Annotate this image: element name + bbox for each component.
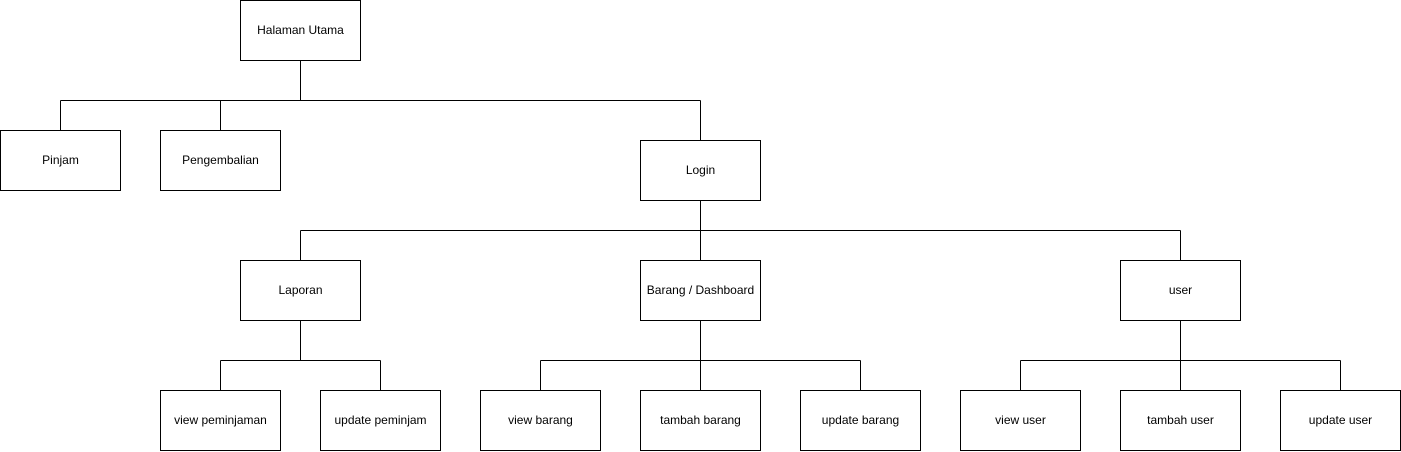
node-box [240,0,361,61]
node-label: view barang [508,413,573,427]
node-box [320,390,441,451]
node-box [1120,260,1241,321]
node-update-peminjam: update peminjam [320,390,441,451]
node-box [800,390,921,451]
node-box [1280,390,1401,451]
node-label: Pinjam [42,153,79,167]
node-box [160,390,281,451]
node-tambah-user: tambah user [1120,390,1241,451]
node-box [640,140,761,201]
node-pengembalian: Pengembalian [160,130,281,191]
node-tambah-barang: tambah barang [640,390,761,451]
node-label: update peminjam [334,413,426,427]
node-halaman-utama: Halaman Utama [240,0,361,61]
node-label: tambah user [1147,413,1214,427]
node-box [640,260,761,321]
node-label: Halaman Utama [257,23,344,37]
node-label: view user [995,413,1046,427]
node-update-barang: update barang [800,390,921,451]
node-box [480,390,601,451]
node-label: Login [686,163,715,177]
node-view-barang: view barang [480,390,601,451]
node-label: Laporan [278,283,322,297]
node-box [0,130,121,191]
node-update-user: update user [1280,390,1401,451]
node-box [240,260,361,321]
node-box [1120,390,1241,451]
node-label: user [1169,283,1192,297]
node-box [160,130,281,191]
connectors [60,60,1341,391]
node-barang-dashboard: Barang / Dashboard [640,260,761,321]
node-label: tambah barang [660,413,741,427]
node-pinjam: Pinjam [0,130,121,191]
node-label: update user [1309,413,1372,427]
node-login: Login [640,140,761,201]
node-user: user [1120,260,1241,321]
node-label: view peminjaman [174,413,267,427]
node-box [640,390,761,451]
node-view-peminjaman: view peminjaman [160,390,281,451]
node-laporan: Laporan [240,260,361,321]
node-label: Barang / Dashboard [647,283,754,297]
node-label: update barang [822,413,899,427]
node-label: Pengembalian [182,153,259,167]
node-box [960,390,1081,451]
node-view-user: view user [960,390,1081,451]
